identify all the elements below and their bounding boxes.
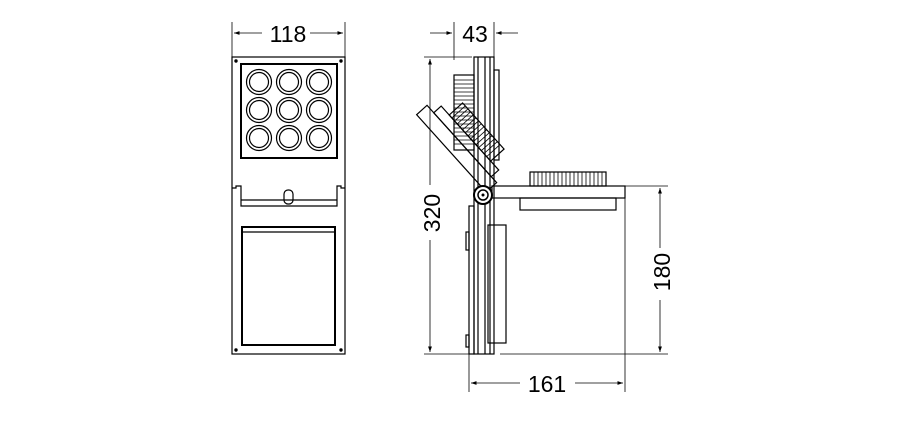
front-view: 118	[231, 21, 346, 355]
dim-front-width: 118	[231, 21, 346, 58]
front-housing-outline	[231, 56, 346, 355]
front-width-label: 118	[270, 21, 307, 47]
dim-projection: 161	[468, 186, 626, 397]
front-lower-panel	[241, 226, 336, 346]
led-array	[245, 68, 333, 152]
side-wall-plate	[465, 56, 507, 355]
total-height-label: 320	[419, 194, 445, 232]
lamp-module-frame	[240, 63, 338, 159]
hinge-pivot	[473, 185, 493, 205]
lamp-module-horizontal	[491, 171, 626, 211]
projection-label: 161	[528, 371, 566, 397]
dim-side-depth: 43	[430, 21, 518, 60]
side-depth-label: 43	[462, 21, 488, 47]
lamp-module-tilted	[415, 102, 505, 193]
side-view: 43 320 180 161	[415, 21, 675, 397]
mount-hole	[234, 348, 238, 352]
lower-height-label: 180	[649, 253, 675, 291]
mount-hole	[234, 59, 238, 63]
mount-hole	[339, 59, 343, 63]
mount-hole	[339, 348, 343, 352]
dim-lower-height: 180	[500, 185, 675, 355]
front-hinge	[232, 185, 345, 207]
dim-total-height: 320	[419, 56, 472, 355]
